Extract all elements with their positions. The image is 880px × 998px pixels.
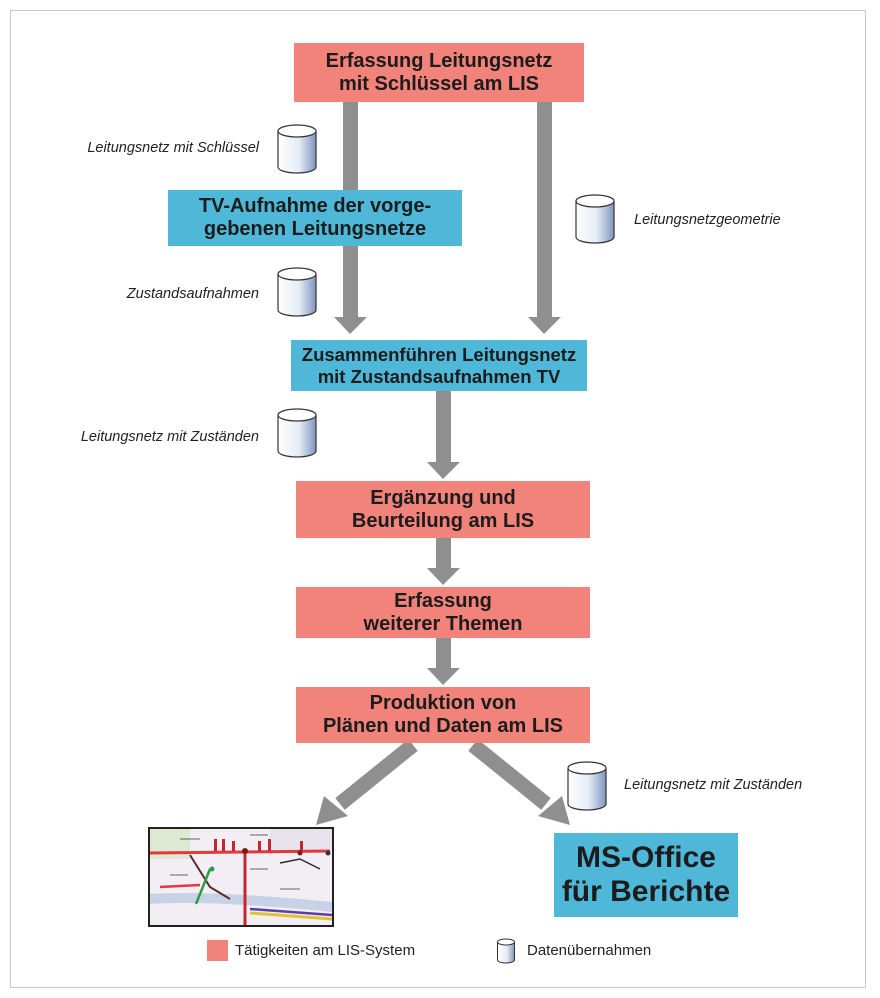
map-drawing (150, 829, 332, 925)
lis-map-thumbnail (148, 827, 334, 927)
arrow-head-ergaenzung (427, 462, 460, 479)
arrow-head-produktion (427, 668, 460, 685)
step-zusammenfuehren-label: Zusammenführen Leitungsnetz mit Zustands… (301, 343, 577, 387)
step-ms-office-label: MS-Office für Berichte (561, 841, 731, 908)
database-cylinder-icon (277, 408, 317, 458)
step-zusammenfuehren: Zusammenführen Leitungsnetz mit Zustands… (291, 340, 587, 391)
arrow-shaft-to-map (335, 739, 418, 810)
diagram-frame (10, 10, 866, 988)
data-label-zustandsaufnahmen: Zustandsaufnahmen (126, 286, 259, 302)
database-cylinder-icon (567, 761, 607, 811)
arrow-head-themen (427, 568, 460, 585)
step-produktion: Produktion von Plänen und Daten am LIS (296, 687, 590, 743)
step-ergaenzung-label: Ergänzung und Beurteilung am LIS (351, 486, 535, 532)
step-erfassung-leitungsnetz: Erfassung Leitungsnetz mit Schlüssel am … (294, 43, 584, 102)
arrow-head-left (334, 317, 367, 334)
step-ergaenzung: Ergänzung und Beurteilung am LIS (296, 481, 590, 538)
arrow-shaft-ergaenzung (436, 391, 451, 464)
step-produktion-label: Produktion von Plänen und Daten am LIS (322, 692, 564, 737)
legend-data-label: Datenübernahmen (527, 942, 652, 959)
legend-activity-swatch (207, 940, 228, 961)
database-cylinder-icon (575, 194, 615, 244)
arrow-shaft-to-office (468, 739, 551, 810)
legend-activity-label: Tätigkeiten am LIS-System (235, 942, 416, 959)
arrow-shaft-right (537, 102, 552, 317)
data-label-leitungsnetz-mit-schluessel: Leitungsnetz mit Schlüssel (87, 140, 259, 156)
data-label-leitungsnetz-mit-zustaenden-2: Leitungsnetz mit Zuständen (624, 777, 803, 793)
step-tv-aufnahme-label: TV-Aufnahme der vorge- gebenen Leitungsn… (198, 195, 432, 240)
arrow-head-to-office (538, 796, 570, 825)
step-erfassung-themen-label: Erfassung weiterer Themen (363, 589, 523, 635)
data-label-leitungsnetzgeometrie: Leitungsnetzgeometrie (634, 212, 781, 228)
database-cylinder-icon (277, 267, 317, 317)
arrow-shaft-produktion (436, 638, 451, 670)
arrow-head-to-map (316, 796, 348, 825)
database-cylinder-icon (277, 124, 317, 174)
step-tv-aufnahme: TV-Aufnahme der vorge- gebenen Leitungsn… (168, 190, 462, 246)
step-erfassung-leitungsnetz-label: Erfassung Leitungsnetz mit Schlüssel am … (325, 49, 553, 95)
arrow-head-right (528, 317, 561, 334)
step-erfassung-themen: Erfassung weiterer Themen (296, 587, 590, 638)
step-ms-office: MS-Office für Berichte (554, 833, 738, 917)
arrow-shaft-themen (436, 538, 451, 570)
legend-database-icon (497, 938, 515, 964)
data-label-leitungsnetz-mit-zustaenden: Leitungsnetz mit Zuständen (80, 429, 259, 445)
